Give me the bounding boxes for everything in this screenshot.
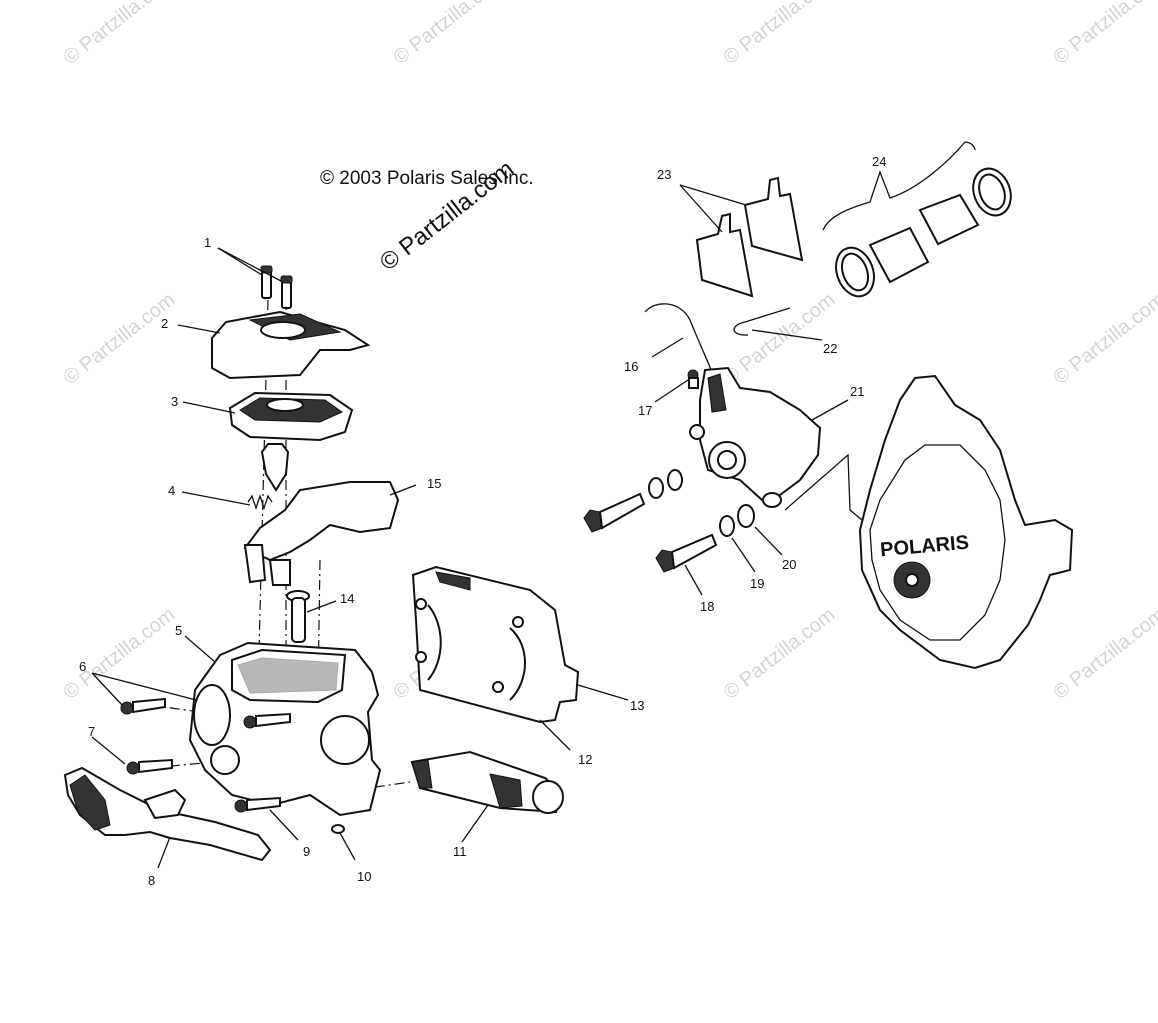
callout-5: 5	[175, 623, 182, 638]
part-5-master-cylinder-body	[188, 641, 382, 817]
callout-16: 16	[624, 359, 638, 374]
watermark-text: © Partzilla.com	[720, 289, 840, 389]
part-19-washer	[648, 469, 735, 537]
part-18-bolt	[583, 492, 646, 533]
part-6-bolt-b	[243, 712, 291, 729]
part-21-caliper	[689, 366, 822, 508]
callout-4: 4	[168, 483, 175, 498]
part-16-brake-line	[644, 303, 713, 373]
part-plunger	[260, 443, 290, 492]
callout-labels: 1 2 3 4 5 6 7 8 9 10 11 12 13 14 15 16 1…	[79, 154, 886, 888]
part-6-bolt	[120, 697, 166, 715]
watermark-text: © Partzilla.com	[390, 0, 510, 69]
callout-11: 11	[453, 844, 467, 859]
part-8-brake-lever	[63, 766, 272, 862]
watermark-text: © Partzilla.com	[60, 604, 180, 704]
callout-17: 17	[638, 403, 652, 418]
copyright-notice: © 2003 Polaris Sales Inc.	[320, 168, 534, 189]
part-18-bolt-b	[655, 533, 718, 573]
part-23-brake-pads	[695, 176, 804, 298]
watermark-text: © Partzilla.com	[60, 0, 180, 69]
part-chaincase-cover: POLARIS	[858, 374, 1074, 670]
part-2-master-cylinder-cover	[211, 310, 371, 380]
part-3-diaphragm	[228, 391, 354, 442]
callout-19: 19	[750, 576, 764, 591]
callout-1: 1	[204, 235, 211, 250]
callout-23: 23	[657, 167, 671, 182]
callout-22: 22	[823, 341, 837, 356]
part-22-clip	[733, 307, 791, 336]
part-14-pin	[286, 590, 310, 643]
callout-21: 21	[850, 384, 864, 399]
part-1-screws	[260, 265, 293, 309]
leader-lines	[91, 184, 849, 869]
callout-14: 14	[340, 591, 354, 606]
callout-8: 8	[148, 873, 155, 888]
callout-6: 6	[79, 659, 86, 674]
watermark-text: © Partzilla.com	[720, 604, 840, 704]
part-9-bolt	[234, 796, 281, 813]
part-15-lever-bracket	[243, 481, 400, 586]
watermark-text: © Partzilla.com	[60, 289, 180, 389]
watermark-text: © Partzilla.com	[1050, 0, 1158, 69]
part-24-seal-kit	[822, 141, 1012, 298]
watermark-text: © Partzilla.com	[1050, 289, 1158, 389]
callout-12: 12	[578, 752, 592, 767]
callout-20: 20	[782, 557, 796, 572]
part-17-bleeder	[687, 369, 699, 389]
callout-2: 2	[161, 316, 168, 331]
part-10-washer	[331, 824, 345, 834]
callout-24: 24	[872, 154, 886, 169]
callout-3: 3	[171, 394, 178, 409]
part-20-washer	[737, 504, 755, 528]
leader-caliper-to-cover	[784, 453, 863, 521]
callout-9: 9	[303, 844, 310, 859]
part-12-housing-block	[411, 565, 580, 724]
part-4-spring	[247, 493, 273, 511]
callout-13: 13	[630, 698, 644, 713]
callout-15: 15	[427, 476, 441, 491]
callout-10: 10	[357, 869, 371, 884]
part-7-bolt	[126, 758, 173, 775]
part-11-bushing	[410, 750, 564, 814]
callout-7: 7	[88, 724, 95, 739]
watermark-text: © Partzilla.com	[720, 0, 840, 69]
watermark-text: © Partzilla.com	[1050, 604, 1158, 704]
callout-18: 18	[700, 599, 714, 614]
